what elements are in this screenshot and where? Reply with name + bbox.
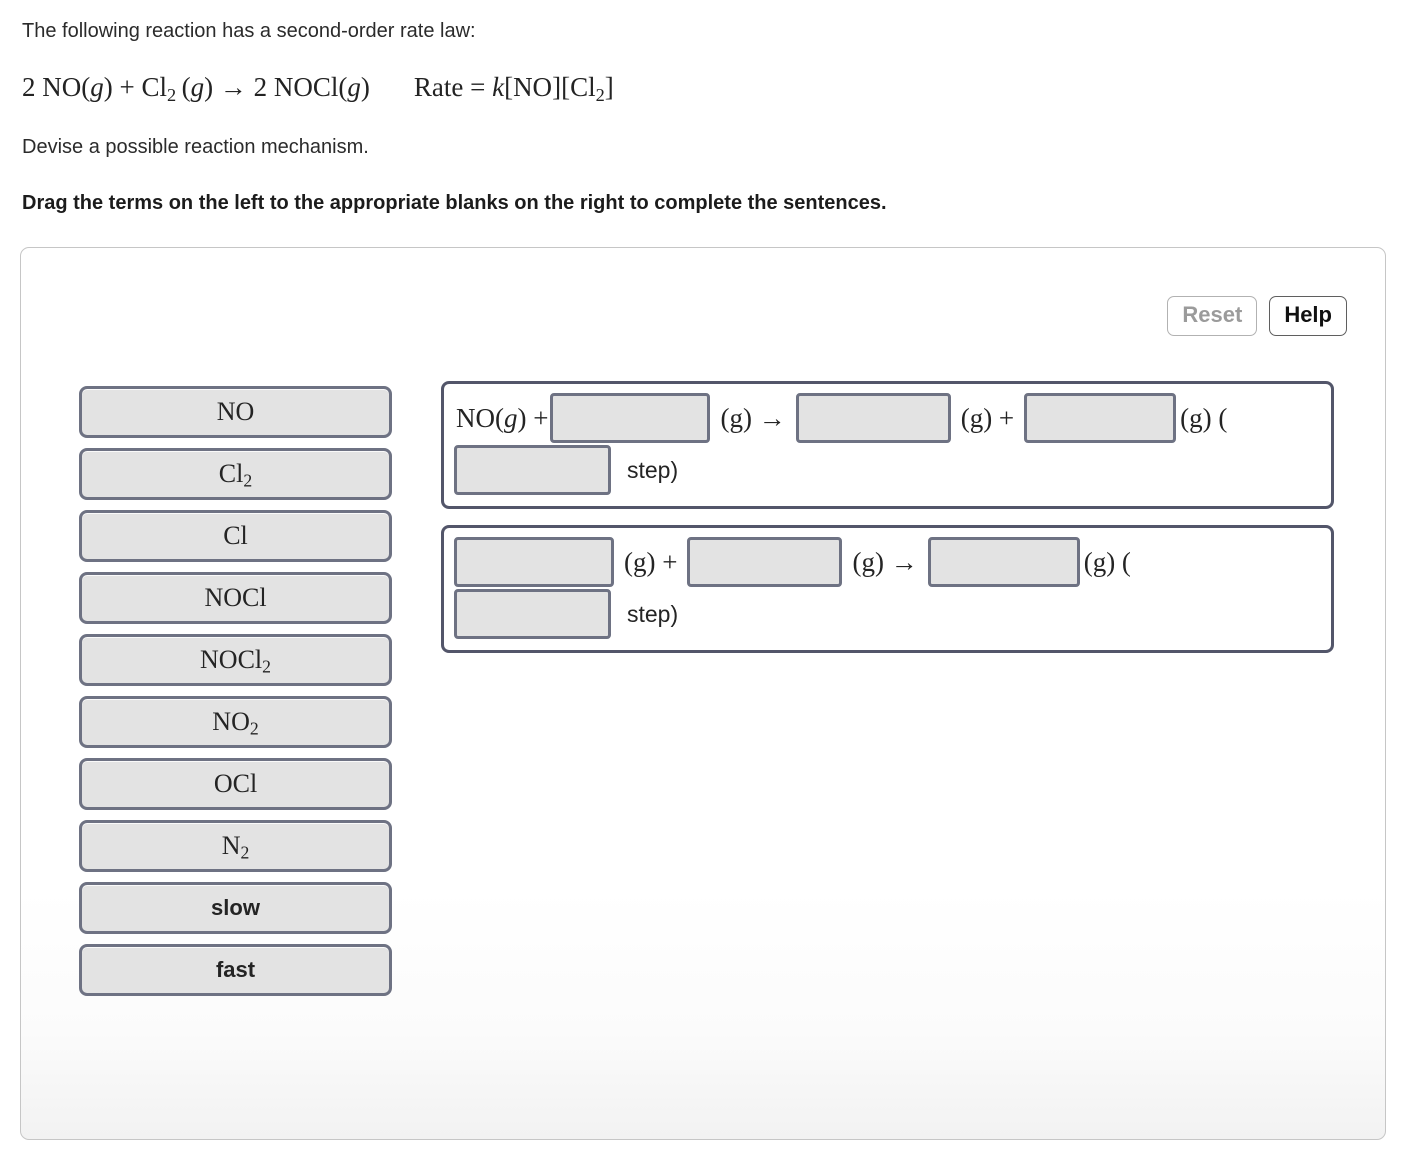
term-tile-label: NOCl2: [200, 645, 271, 677]
term-tile-label: NOCl: [204, 583, 267, 612]
term-tile-label: fast: [215, 957, 256, 982]
term-tile-cl[interactable]: Cl: [79, 510, 392, 562]
rate-bracket-close-1: ]: [552, 72, 562, 102]
term-tile-nocl2[interactable]: NOCl2: [79, 634, 392, 686]
mechanism-step-2: (g) + (g) → (g) ( step): [441, 525, 1334, 653]
term-tile-label: N2: [221, 831, 250, 863]
equation-arrow: →: [219, 72, 247, 102]
mechanism-step-1-speed-line: step): [454, 444, 1317, 496]
mechanism-step-2-speed-blank[interactable]: [454, 589, 611, 639]
term-tile-subscript: 2: [240, 842, 250, 863]
rate-constant-k: k: [492, 72, 505, 102]
mechanism-step-2-step-word: step): [627, 600, 679, 627]
equation-species-nocl: NOCl: [273, 72, 339, 102]
mechanism-step-1-equation-line: NO(g) + (g) → (g) + (g) (: [454, 392, 1317, 444]
equation-cl2-subscript: 2: [167, 84, 177, 105]
term-tile-subscript: 2: [243, 470, 253, 491]
term-tile-label: NO: [216, 397, 255, 426]
rate-conc-cl-subscript: 2: [595, 84, 605, 105]
term-tile-label: Cl2: [218, 459, 253, 491]
intro-line-2: Devise a possible reaction mechanism.: [22, 136, 369, 158]
rate-conc-no: NO: [513, 72, 553, 102]
lead-species-name: NO(: [456, 402, 504, 433]
reset-button[interactable]: Reset: [1167, 296, 1258, 336]
mechanism-step-2-speed-line: step): [454, 588, 1317, 640]
equation-plus-1: +: [119, 72, 135, 102]
mechanism-step-2-operator-1: (g) +: [624, 546, 678, 577]
rate-label: Rate: [413, 72, 464, 102]
term-tile-fast[interactable]: fast: [79, 944, 392, 996]
rate-equals: =: [470, 72, 486, 102]
term-tile-no2[interactable]: NO2: [79, 696, 392, 748]
mechanism-step-2-operator-3: (g) (: [1083, 546, 1131, 577]
mechanism-step-1-blank-1[interactable]: [550, 393, 711, 443]
mechanism-step-1-operator-1: (g) →: [720, 402, 786, 433]
term-tile-subscript: 2: [262, 656, 271, 677]
term-tile-label: NO2: [212, 707, 259, 739]
mechanism-step-1-speed-blank[interactable]: [454, 445, 611, 495]
mechanism-step-container: NO(g) +(g) →(g) +(g) (step)(g) +(g) →(g)…: [441, 381, 1341, 669]
mechanism-step-1-operator-2: (g) +: [960, 402, 1015, 433]
reaction-equation: 2 NO(g) + Cl2 (g) → 2 NOCl(g)Rate = k[NO…: [22, 72, 614, 105]
rate-bracket-open-1: [: [504, 72, 514, 102]
drag-instruction: Drag the terms on the left to the approp…: [22, 192, 887, 214]
term-tile-ocl[interactable]: OCl: [79, 758, 392, 810]
term-tile-subscript: 2: [249, 718, 259, 739]
equation-coefficient-no: 2: [22, 72, 36, 102]
mechanism-step-1-step-word: step): [627, 456, 679, 483]
mechanism-step-2-equation-line: (g) + (g) → (g) (: [454, 536, 1317, 588]
equation-species-no: NO: [42, 72, 82, 102]
term-tile-no[interactable]: NO: [79, 386, 392, 438]
term-tile-nocl[interactable]: NOCl: [79, 572, 392, 624]
equation-state-g-3: g: [347, 72, 361, 102]
mechanism-step-1-blank-3[interactable]: [1024, 393, 1177, 443]
term-tile-label: OCl: [213, 769, 258, 798]
rate-bracket-open-2: [: [561, 72, 571, 102]
term-tile-label: Cl: [223, 521, 248, 550]
rate-bracket-close-2: ]: [604, 72, 614, 102]
term-tile-label: slow: [211, 895, 260, 920]
mechanism-step-2-blank-1[interactable]: [454, 537, 614, 587]
exercise-toolbar: Reset Help: [1167, 296, 1347, 336]
equation-species-cl2: Cl: [141, 72, 167, 102]
equation-coefficient-nocl: 2: [253, 72, 268, 102]
mechanism-step-2-blank-3[interactable]: [927, 537, 1080, 587]
equation-state-g-1: g: [90, 72, 104, 102]
lead-species-state: g: [504, 402, 518, 433]
equation-state-g-2: g: [190, 72, 205, 102]
mechanism-step-1-blank-2[interactable]: [795, 393, 951, 443]
help-button[interactable]: Help: [1269, 296, 1347, 336]
term-tile-slow[interactable]: slow: [79, 882, 392, 934]
mechanism-step-1-operator-3: (g) (: [1180, 402, 1228, 433]
rate-conc-cl: Cl: [570, 72, 596, 102]
intro-line-1: The following reaction has a second-orde…: [22, 20, 476, 42]
term-tile-n2[interactable]: N2: [79, 820, 392, 872]
mechanism-step-2-operator-2: (g) →: [852, 546, 918, 577]
mechanism-step-1-lead-species: NO(g) +: [454, 403, 550, 434]
term-tile-cl2[interactable]: Cl2: [79, 448, 392, 500]
mechanism-step-2-blank-2[interactable]: [687, 537, 843, 587]
lead-species-close: ) +: [517, 402, 549, 433]
mechanism-step-1: NO(g) + (g) → (g) + (g) ( step): [441, 381, 1334, 509]
